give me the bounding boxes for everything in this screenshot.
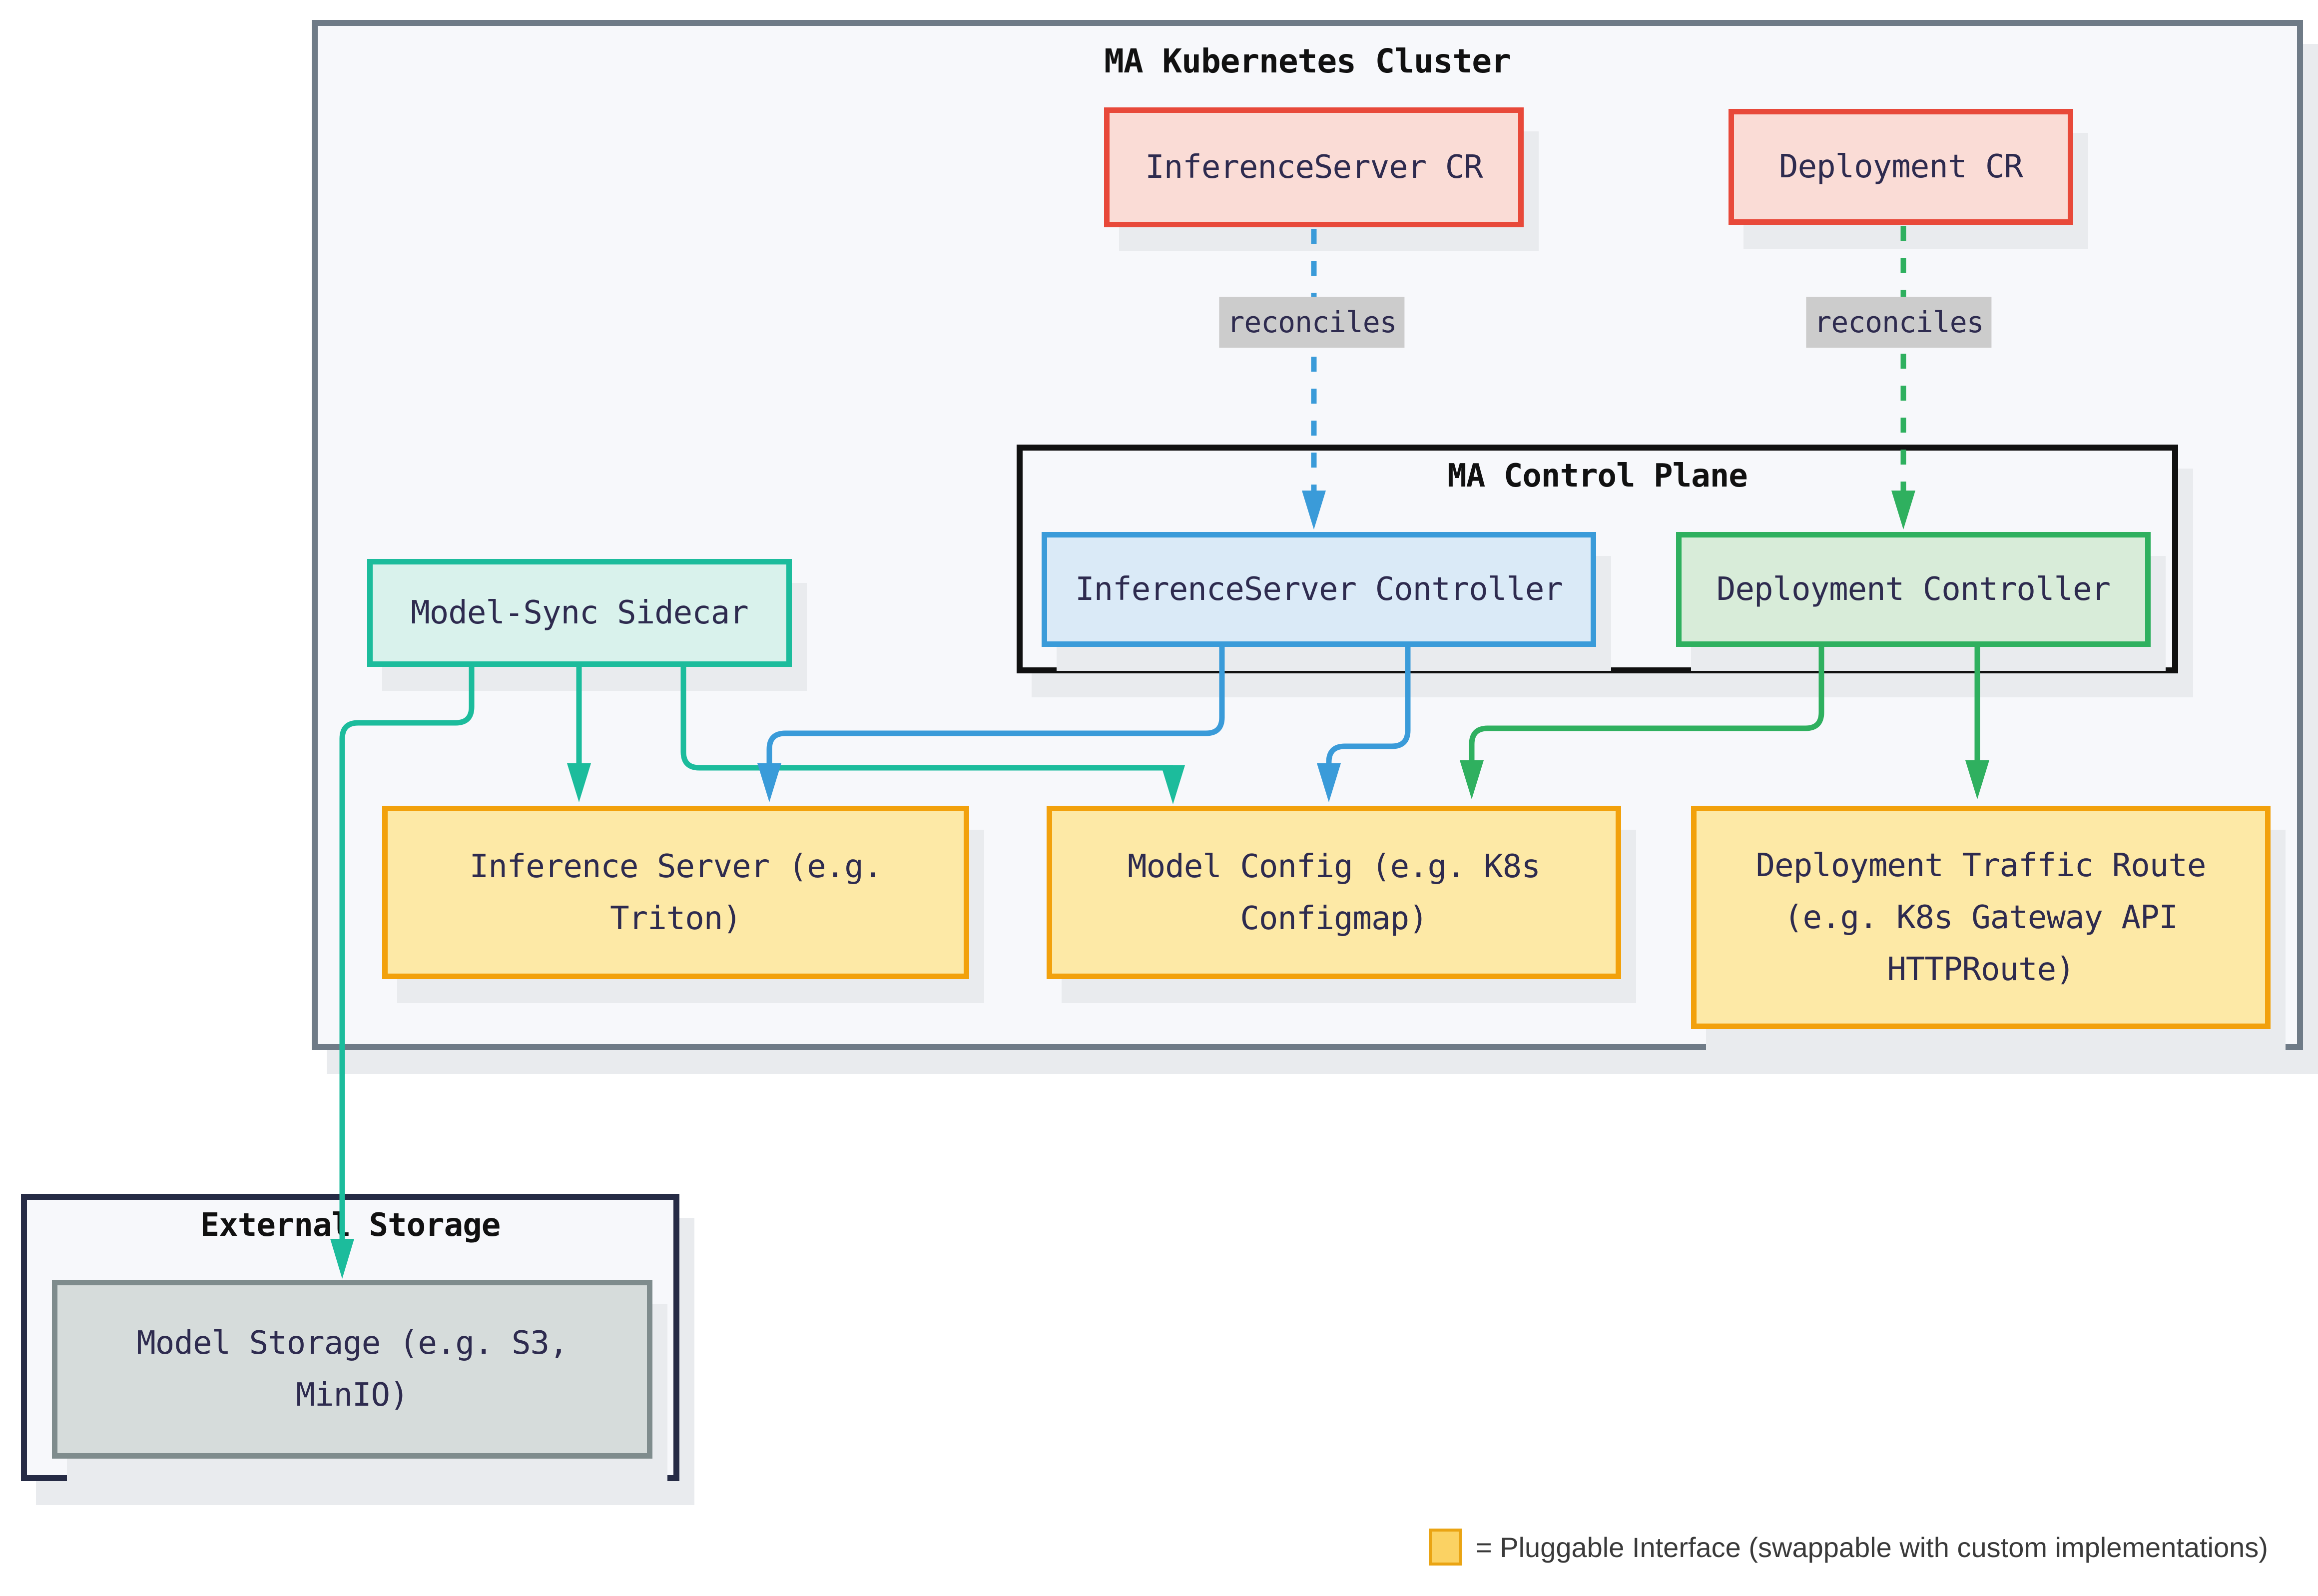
edge-deployment-to-model-config	[1469, 647, 1824, 761]
edge-label-reconciles-deployment: reconciles	[1806, 297, 1992, 348]
arrowhead-reconciles-inference	[1302, 491, 1326, 530]
edge-controller-to-inference-server	[766, 647, 1225, 764]
arrowhead-sidecar-to-storage	[330, 1239, 354, 1279]
node-model-sync-sidecar: Model-Sync Sidecar	[367, 559, 792, 667]
arrowhead-controller-to-model-config	[1317, 763, 1341, 802]
node-deployment-cr: Deployment CR	[1729, 109, 2073, 225]
arrowhead-deployment-to-traffic-route	[1965, 760, 1989, 799]
arrowhead-deployment-to-model-config	[1460, 760, 1484, 799]
node-model-config: Model Config (e.g. K8s Configmap)	[1047, 806, 1621, 979]
arrowhead-reconciles-deployment	[1891, 491, 1915, 530]
legend: = Pluggable Interface (swappable with cu…	[1429, 1529, 2268, 1566]
edge-sidecar-to-storage	[339, 667, 475, 1241]
node-inference-server: Inference Server (e.g. Triton)	[382, 806, 969, 979]
arrowhead-controller-to-inference-server	[757, 763, 781, 802]
arrowhead-sidecar-to-model-config	[1161, 765, 1185, 804]
node-model-storage: Model Storage (e.g. S3, MinIO)	[52, 1280, 652, 1459]
kubernetes-cluster-title: MA Kubernetes Cluster	[1104, 42, 1511, 80]
node-inference-server-cr: InferenceServer CR	[1104, 107, 1524, 227]
edge-label-reconciles-inference: reconciles	[1219, 297, 1405, 348]
external-storage-title: External Storage	[200, 1207, 501, 1244]
node-deployment-traffic-route: Deployment Traffic Route (e.g. K8s Gatew…	[1691, 806, 2271, 1029]
node-deployment-controller: Deployment Controller	[1676, 532, 2151, 647]
control-plane-title: MA Control Plane	[1447, 458, 1748, 495]
edge-controller-to-model-config	[1326, 647, 1411, 764]
node-inference-server-controller: InferenceServer Controller	[1042, 532, 1596, 647]
legend-text: = Pluggable Interface (swappable with cu…	[1476, 1531, 2268, 1563]
arrowhead-sidecar-to-inference-server	[567, 763, 591, 802]
edge-sidecar-to-model-config	[680, 667, 1173, 771]
pluggable-interface-swatch-icon	[1429, 1529, 1462, 1566]
